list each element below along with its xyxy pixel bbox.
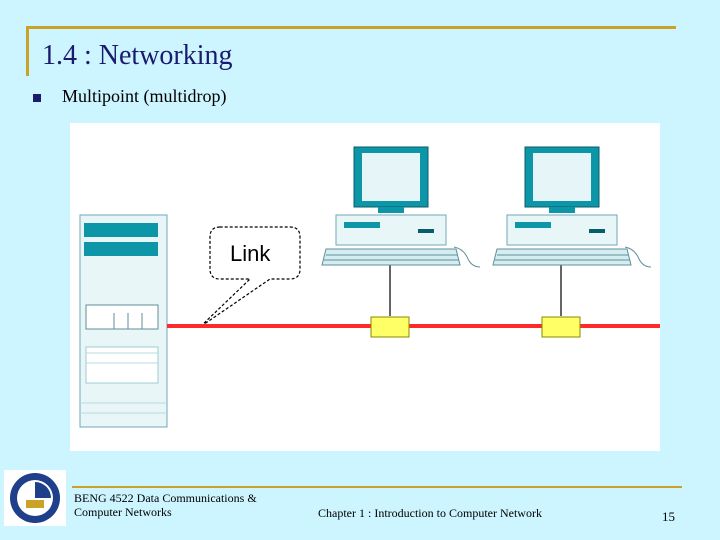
link-label: Link: [230, 241, 271, 266]
server-tower-icon: [79, 214, 168, 428]
bullet-square-icon: [33, 94, 41, 102]
tap-connector-2: [541, 316, 581, 338]
slide-title: 1.4 : Networking: [42, 40, 233, 71]
footer-course-line2: Computer Networks: [74, 505, 172, 519]
multipoint-diagram: Link: [70, 123, 660, 451]
footer-rule: [72, 486, 682, 488]
left-rule: [26, 26, 29, 76]
footer-course: BENG 4522 Data Communications & Computer…: [74, 491, 284, 519]
workstation-icon-1: [321, 146, 481, 268]
university-seal-icon: [4, 470, 66, 526]
footer-course-line1: BENG 4522 Data Communications &: [74, 491, 257, 505]
link-callout: [199, 226, 301, 328]
page-number: 15: [662, 509, 675, 524]
bullet-text: Multipoint (multidrop): [62, 86, 227, 106]
tap-connector-1: [370, 316, 410, 338]
top-rule: [26, 26, 676, 29]
footer-chapter: Chapter 1 : Introduction to Computer Net…: [318, 506, 542, 520]
workstation-icon-2: [492, 146, 652, 268]
